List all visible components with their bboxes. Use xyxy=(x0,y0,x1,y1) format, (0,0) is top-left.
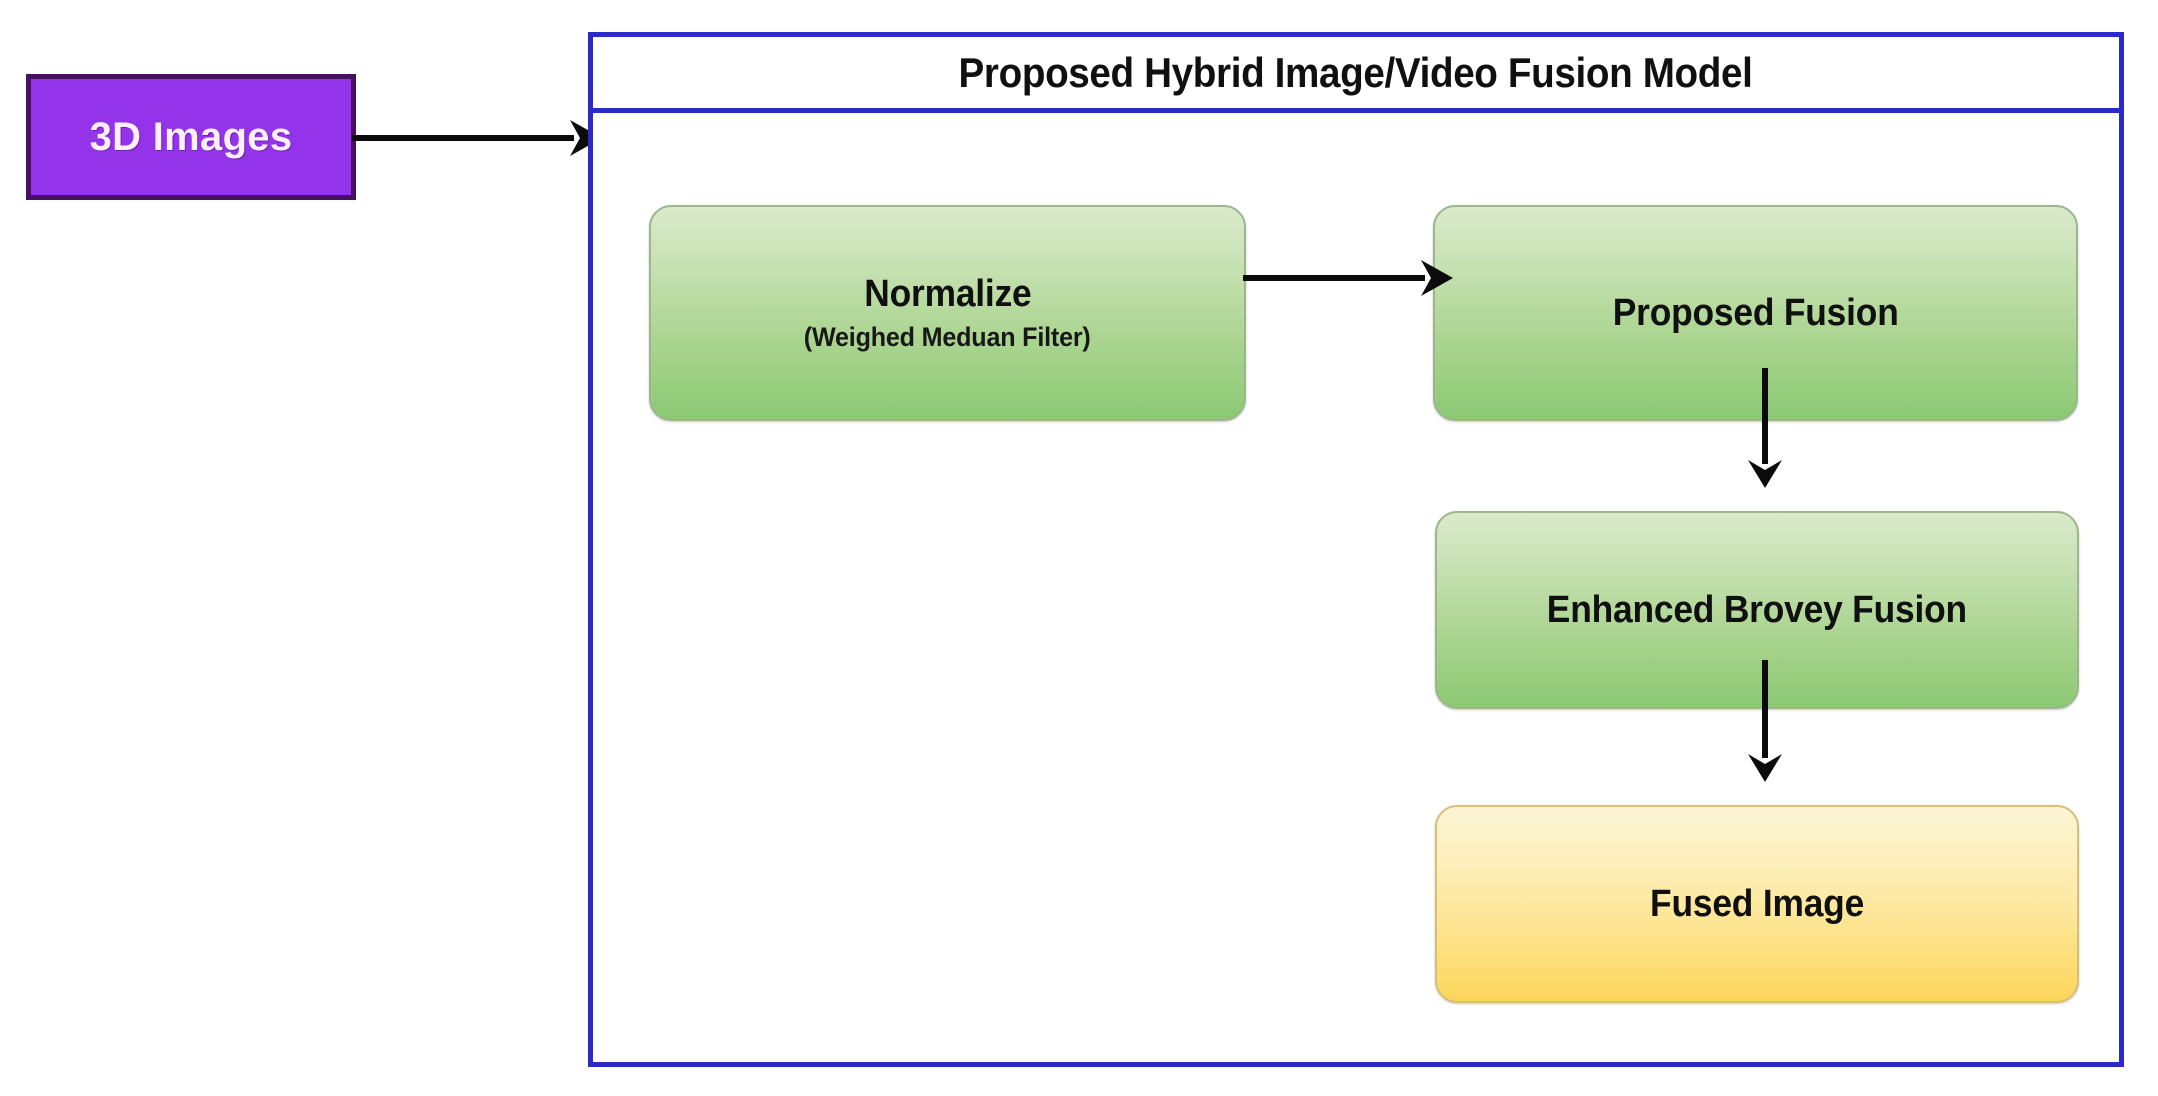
container-header: Proposed Hybrid Image/Video Fusion Model xyxy=(593,37,2119,113)
node-proposed-fusion: Proposed Fusion xyxy=(1433,205,2078,421)
node-normalize-title: Normalize xyxy=(863,273,1032,315)
node-enhanced-brovey-fusion-title: Enhanced Brovey Fusion xyxy=(1546,588,1968,631)
node-enhanced-brovey-fusion: Enhanced Brovey Fusion xyxy=(1435,511,2079,709)
node-normalize-subtitle: (Weighed Meduan Filter) xyxy=(804,322,1091,352)
arrow-source-to-container xyxy=(352,120,602,156)
node-3d-images-label: 3D Images xyxy=(89,114,293,159)
node-fused-image-title: Fused Image xyxy=(1650,882,1864,925)
container-title: Proposed Hybrid Image/Video Fusion Model xyxy=(959,48,1753,96)
fusion-model-container: Proposed Hybrid Image/Video Fusion Model… xyxy=(588,32,2124,1067)
node-fused-image: Fused Image xyxy=(1435,805,2079,1003)
node-normalize: Normalize (Weighed Meduan Filter) xyxy=(649,205,1246,421)
node-proposed-fusion-title: Proposed Fusion xyxy=(1612,291,1899,334)
node-3d-images: 3D Images xyxy=(26,74,356,200)
